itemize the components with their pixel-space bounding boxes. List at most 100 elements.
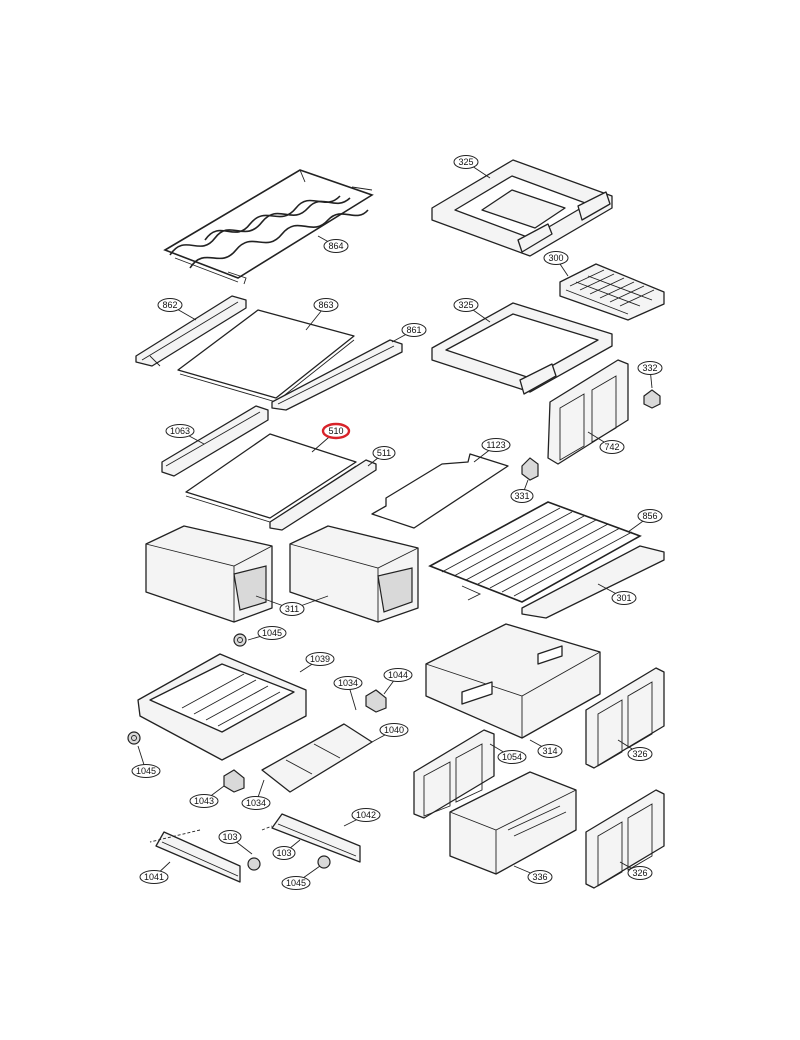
callout-1034-top: 1034 <box>333 676 363 690</box>
callout-label: 864 <box>328 241 343 251</box>
freezer-drawer-1039-part <box>137 653 307 761</box>
door-panel-326-top-part <box>585 667 665 769</box>
callout-1042: 1042 <box>351 808 381 822</box>
callout-label: 742 <box>604 442 619 452</box>
part-1044 <box>365 689 387 713</box>
door-panel-1054-part <box>413 729 495 819</box>
shelf-trim-862-part <box>135 295 247 367</box>
leader-lines <box>137 161 653 884</box>
shelf-rail-511-part <box>269 459 377 531</box>
callout-label: 1042 <box>356 810 376 820</box>
callout-326-top: 326 <box>627 747 653 761</box>
callout-103-left: 103 <box>218 830 242 844</box>
callout-label: 103 <box>222 832 237 842</box>
callout-label: 1041 <box>144 872 164 882</box>
callout-863: 863 <box>313 298 339 312</box>
callout-label: 1039 <box>310 654 330 664</box>
callout-label: 1034 <box>246 798 266 808</box>
callout-862: 862 <box>157 298 183 312</box>
callout-label: 1034 <box>338 678 358 688</box>
slide-rail-1041-part <box>155 831 241 883</box>
callout-label: 336 <box>532 872 547 882</box>
crisper-drawer-right-part <box>289 525 419 623</box>
callout-label: 325 <box>458 157 473 167</box>
callout-1063: 1063 <box>165 424 195 438</box>
wheel-1045-bottom-part <box>247 855 331 871</box>
callout-510-highlighted: 510 <box>321 422 351 440</box>
slide-rail-1042-part <box>271 813 361 863</box>
callout-label: 331 <box>514 491 529 501</box>
callout-label: 1063 <box>170 426 190 436</box>
door-basket-top-part <box>431 159 613 257</box>
callout-label: 862 <box>162 300 177 310</box>
callout-label: 1044 <box>388 670 408 680</box>
callout-1054: 1054 <box>497 750 527 764</box>
wire-shelf-856-part <box>428 501 642 603</box>
callout-label: 325 <box>458 300 473 310</box>
callout-1043: 1043 <box>189 794 219 808</box>
callout-label: 332 <box>642 363 657 373</box>
callout-332: 332 <box>637 361 663 375</box>
callout-864: 864 <box>323 239 349 253</box>
callout-label: 1043 <box>194 796 214 806</box>
callouts: 325 864 300 862 863 861 325 332 742 1063… <box>131 155 663 890</box>
callout-1045-left: 1045 <box>131 764 161 778</box>
door-panel-742-part <box>547 359 629 465</box>
callout-label: 856 <box>642 511 657 521</box>
callout-label: 314 <box>542 746 557 756</box>
callout-label: 1040 <box>384 725 404 735</box>
callout-1039: 1039 <box>305 652 335 666</box>
callout-742: 742 <box>599 440 625 454</box>
callout-label: 1045 <box>136 766 156 776</box>
callout-label: 326 <box>632 868 647 878</box>
callout-label: 1045 <box>262 628 282 638</box>
callout-label: 1123 <box>486 440 505 450</box>
shelf-rail-861-part <box>271 339 403 411</box>
callout-1034-bottom: 1034 <box>241 796 271 810</box>
callout-326-bottom: 326 <box>627 866 653 880</box>
callout-325-top: 325 <box>453 155 479 169</box>
callout-label: 863 <box>318 300 333 310</box>
hinge-331-part <box>521 457 539 481</box>
callout-1123: 1123 <box>481 438 511 452</box>
callout-1041: 1041 <box>139 870 169 884</box>
door-basket-middle-part <box>431 302 613 395</box>
ice-tray-part <box>559 263 665 321</box>
callout-103-right: 103 <box>272 846 296 860</box>
callout-label: 311 <box>285 604 299 614</box>
callout-861: 861 <box>401 323 427 337</box>
callout-1045-top: 1045 <box>257 626 287 640</box>
shelf-trim-1063-part <box>161 405 269 477</box>
wheel-1045-top-part <box>233 633 247 647</box>
callout-301: 301 <box>611 591 637 605</box>
callout-label: 301 <box>616 593 631 603</box>
callout-label: 1045 <box>286 878 306 888</box>
callout-label: 511 <box>377 448 391 458</box>
callout-label: 861 <box>406 325 421 335</box>
callout-label: 1054 <box>502 752 522 762</box>
callout-311: 311 <box>279 602 305 616</box>
wine-rack-part <box>163 169 374 285</box>
callout-336: 336 <box>527 870 553 884</box>
callout-325-middle: 325 <box>453 298 479 312</box>
callout-511: 511 <box>372 446 396 460</box>
callout-1044: 1044 <box>383 668 413 682</box>
callout-1040: 1040 <box>379 723 409 737</box>
door-panel-326-bottom-part <box>585 789 665 889</box>
cover-panel-1123-part <box>371 453 509 529</box>
flap-1040-part <box>261 723 373 793</box>
crisper-drawer-left-part <box>145 525 273 623</box>
callout-label: 326 <box>632 749 647 759</box>
callout-label: 510 <box>328 426 343 436</box>
callout-label: 103 <box>276 848 291 858</box>
clip-332-part <box>643 389 661 409</box>
rail-301-part <box>521 545 665 619</box>
callout-856: 856 <box>637 509 663 523</box>
callout-300: 300 <box>543 251 569 265</box>
wheel-1045-left-part <box>127 731 141 745</box>
part-1043 <box>223 769 245 793</box>
bottom-basket-336-part <box>449 771 577 875</box>
callout-314: 314 <box>537 744 563 758</box>
freezer-basket-314-part <box>425 623 601 739</box>
callout-331: 331 <box>510 489 534 503</box>
